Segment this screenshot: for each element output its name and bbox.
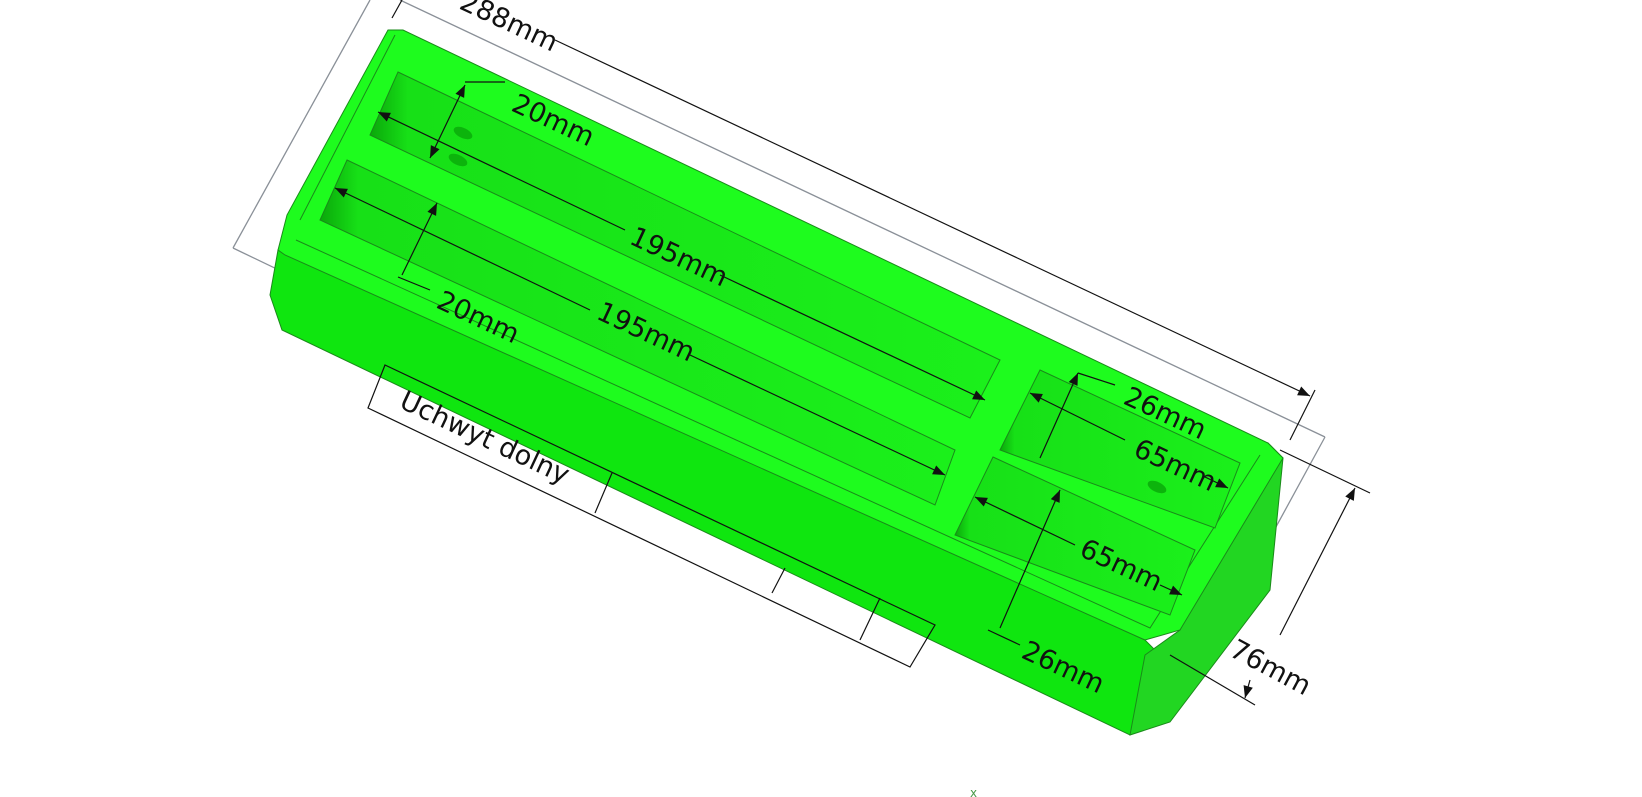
dimension-lines xyxy=(334,0,1371,706)
axis-indicator: x xyxy=(970,786,977,797)
dim-overall-width: 76mm xyxy=(1225,634,1316,702)
pocket-3 xyxy=(999,369,1241,529)
dim-overall-length: 288mm xyxy=(455,0,562,58)
pocket-2 xyxy=(319,159,956,506)
part-body xyxy=(269,29,1284,736)
hole xyxy=(1147,480,1167,494)
pocket-4 xyxy=(954,456,1196,616)
